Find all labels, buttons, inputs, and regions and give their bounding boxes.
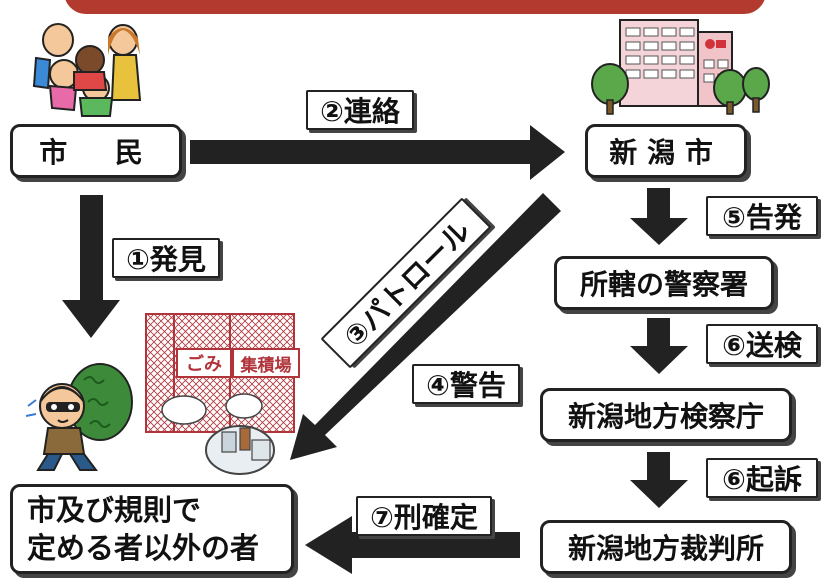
arrow-send [630, 318, 688, 374]
step-contact: ②連絡 [306, 90, 414, 130]
step-indict: ⑥起訴 [706, 458, 818, 498]
step-sentence: ⑦刑確定 [356, 496, 492, 536]
offender-line-1: 市及び規則で [27, 493, 202, 527]
arrow-indict [630, 452, 688, 508]
arrow-contact [190, 125, 565, 180]
node-district-court: 新潟地方裁判所 [540, 520, 792, 574]
node-police-station: 所轄の警察署 [554, 256, 774, 310]
title-banner [64, 0, 766, 14]
arrow-patrol [290, 193, 561, 460]
node-niigata-city: 新潟市 [585, 124, 747, 178]
garbage-collection-point: ごみ 集積場 [140, 300, 300, 480]
citizens-illustration [32, 23, 142, 117]
city-hall-illustration [591, 19, 770, 115]
step-send: ⑥送検 [706, 324, 818, 364]
offender-illustration [25, 363, 133, 471]
node-offender: 市及び規則で 定める者以外の者 [10, 484, 294, 574]
arrow-discover [62, 195, 120, 338]
sign-gomi: ごみ [176, 348, 232, 378]
step-accuse: ⑤告発 [706, 196, 818, 236]
offender-line-2: 定める者以外の者 [27, 531, 260, 565]
sign-collection-point: 集積場 [232, 348, 300, 378]
arrow-sentence [305, 516, 520, 574]
arrow-accuse [630, 188, 688, 245]
node-prosecutor-office: 新潟地方検察庁 [540, 388, 792, 442]
step-discover: ①発見 [112, 238, 220, 278]
cage-illustration [145, 313, 295, 475]
step-warning: ④警告 [412, 364, 520, 404]
node-citizen: 市 民 [10, 124, 182, 178]
